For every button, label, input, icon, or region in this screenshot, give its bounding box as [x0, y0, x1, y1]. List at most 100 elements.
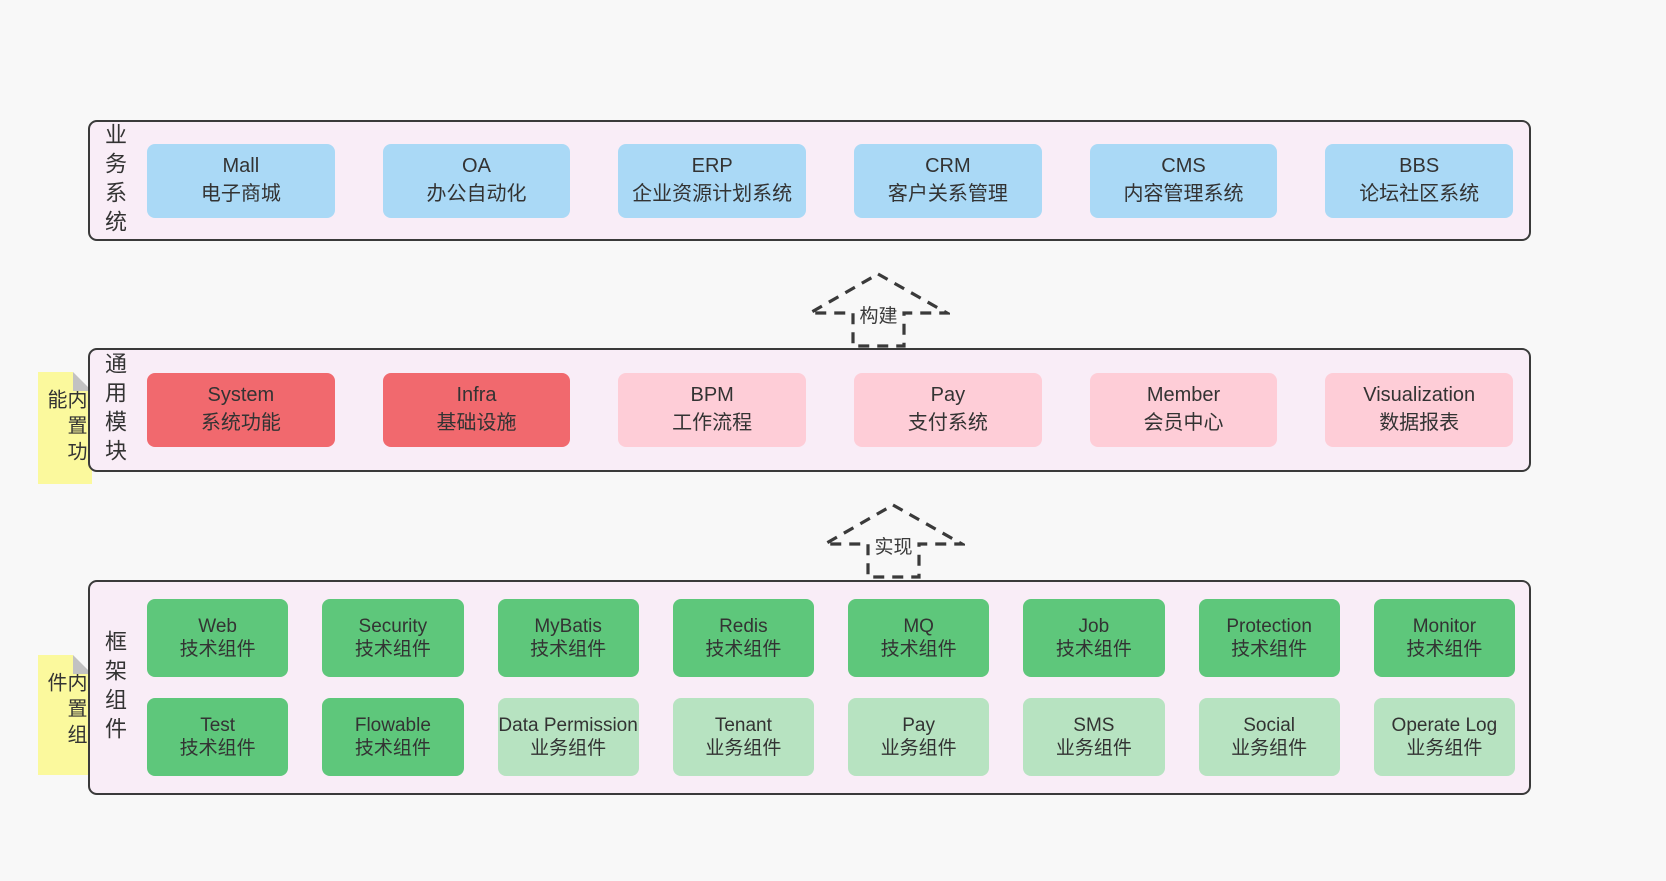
box-desc: 办公自动化	[426, 182, 527, 205]
layer-label: 通用模块	[102, 352, 127, 468]
box-name: Pay	[930, 384, 966, 407]
box-name: Visualization	[1363, 384, 1476, 407]
box-pay-component: Pay 业务组件	[848, 698, 990, 776]
box-name: BPM	[690, 384, 734, 407]
box-infra: Infra 基础设施	[382, 373, 571, 447]
layer-label: 业务系统	[102, 122, 127, 239]
build-arrow: 构建	[807, 271, 950, 349]
box-name: Social	[1243, 714, 1295, 736]
box-mall: Mall 电子商城	[147, 143, 335, 218]
box-desc: 技术组件	[354, 738, 431, 759]
box-bbs: BBS 论坛社区系统	[1325, 143, 1514, 218]
box-desc: 技术组件	[880, 639, 957, 660]
box-name: Web	[198, 615, 237, 637]
box-data-permission: Data Permission 业务组件	[497, 698, 639, 776]
box-erp: ERP 企业资源计划系统	[618, 143, 807, 218]
box-name: BBS	[1399, 154, 1440, 177]
box-test: Test 技术组件	[147, 698, 289, 776]
box-system: System 系统功能	[147, 373, 335, 447]
up-arrow-icon	[822, 503, 965, 579]
box-name: Infra	[456, 384, 497, 407]
box-desc: 技术组件	[179, 639, 256, 660]
box-name: Protection	[1226, 615, 1312, 637]
box-monitor: Monitor 技术组件	[1373, 599, 1515, 677]
box-operate-log: Operate Log 业务组件	[1373, 698, 1515, 776]
box-desc: 业务组件	[1055, 738, 1132, 759]
box-protection: Protection 技术组件	[1198, 599, 1340, 677]
box-security: Security 技术组件	[322, 599, 464, 677]
box-desc: 内容管理系统	[1123, 182, 1244, 205]
modules-box-row: System 系统功能 Infra 基础设施 BPM 工作流程 Pay 支付系统…	[125, 373, 1529, 447]
box-desc: 数据报表	[1379, 412, 1460, 434]
box-name: Job	[1078, 615, 1110, 637]
box-desc: 业务组件	[530, 738, 607, 759]
box-desc: 技术组件	[354, 639, 431, 660]
box-social: Social 业务组件	[1198, 698, 1340, 776]
box-name: Mall	[222, 154, 260, 177]
box-bpm: BPM 工作流程	[618, 373, 807, 447]
box-desc: 论坛社区系统	[1359, 182, 1480, 205]
box-mq: MQ 技术组件	[848, 599, 990, 677]
box-desc: 基础设施	[436, 412, 517, 434]
box-name: MyBatis	[534, 615, 602, 637]
box-desc: 业务组件	[705, 738, 782, 759]
box-sms: SMS 业务组件	[1023, 698, 1165, 776]
up-arrow-icon	[807, 272, 950, 348]
box-desc: 技术组件	[179, 738, 256, 759]
implement-arrow: 实现	[822, 502, 965, 580]
business-box-row: Mall 电子商城 OA 办公自动化 ERP 企业资源计划系统 CRM 客户关系…	[125, 143, 1529, 218]
layer-common-modules: 通用模块 System 系统功能 Infra 基础设施 BPM 工作流程 Pay…	[88, 348, 1531, 472]
box-desc: 客户关系管理	[887, 182, 1008, 205]
components-box-grid: Web 技术组件 Security 技术组件 MyBatis 技术组件 Redi…	[125, 599, 1529, 776]
box-desc: 业务组件	[880, 738, 957, 759]
box-name: ERP	[691, 154, 733, 177]
implement-arrow-label: 实现	[871, 532, 916, 559]
box-name: SMS	[1073, 714, 1115, 736]
box-desc: 支付系统	[907, 412, 988, 434]
box-name: Flowable	[354, 714, 431, 736]
box-name: Tenant	[714, 714, 772, 736]
box-mybatis: MyBatis 技术组件	[497, 599, 639, 677]
box-pay-module: Pay 支付系统	[854, 373, 1042, 447]
box-cms: CMS 内容管理系统	[1089, 143, 1278, 218]
box-desc: 会员中心	[1143, 412, 1224, 434]
box-name: System	[207, 384, 275, 407]
box-name: Member	[1146, 384, 1221, 407]
box-web: Web 技术组件	[147, 599, 289, 677]
box-desc: 企业资源计划系统	[632, 182, 793, 205]
box-desc: 系统功能	[200, 412, 281, 434]
sticky-note-builtin-features: 内置功能	[38, 372, 92, 484]
box-visualization: Visualization 数据报表	[1325, 373, 1514, 447]
layer-framework-components: 框架组件 Web 技术组件 Security 技术组件 MyBatis 技术组件…	[88, 580, 1531, 795]
box-desc: 工作流程	[672, 412, 753, 434]
sticky-note-label: 内置功能	[44, 389, 86, 467]
sticky-note-builtin-components: 内置组件	[38, 655, 92, 775]
box-name: Monitor	[1412, 615, 1477, 637]
box-tenant: Tenant 业务组件	[672, 698, 814, 776]
box-desc: 技术组件	[530, 639, 607, 660]
build-arrow-label: 构建	[856, 301, 901, 328]
box-name: Test	[200, 714, 236, 736]
box-oa: OA 办公自动化	[382, 143, 571, 218]
box-name: MQ	[903, 615, 934, 637]
box-name: Redis	[719, 615, 768, 637]
layer-label: 框架组件	[102, 629, 127, 746]
box-job: Job 技术组件	[1023, 599, 1165, 677]
box-desc: 业务组件	[1231, 738, 1308, 759]
box-name: Pay	[902, 714, 935, 736]
box-name: CMS	[1161, 154, 1206, 177]
box-desc: 技术组件	[1231, 639, 1308, 660]
box-name: Security	[358, 615, 428, 637]
box-flowable: Flowable 技术组件	[322, 698, 464, 776]
box-desc: 技术组件	[705, 639, 782, 660]
box-desc: 技术组件	[1055, 639, 1132, 660]
sticky-note-label: 内置组件	[44, 672, 86, 750]
box-name: Data Permission	[498, 714, 638, 736]
box-crm: CRM 客户关系管理	[854, 143, 1042, 218]
box-name: OA	[462, 154, 491, 177]
box-name: CRM	[925, 154, 971, 177]
layer-business-systems: 业务系统 Mall 电子商城 OA 办公自动化 ERP 企业资源计划系统 CRM…	[88, 120, 1531, 241]
box-name: Operate Log	[1391, 714, 1498, 736]
box-desc: 电子商城	[200, 182, 281, 205]
